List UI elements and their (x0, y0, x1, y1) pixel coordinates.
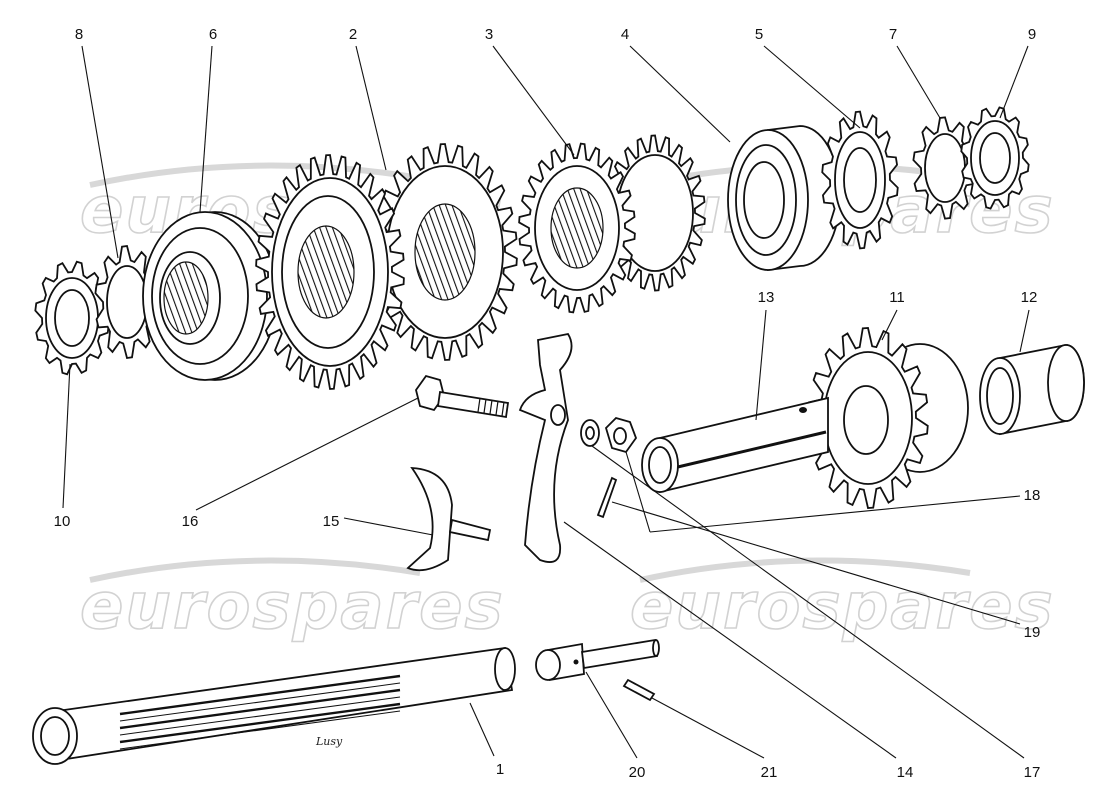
part-label-19: 19 (1024, 624, 1041, 641)
part-label-9: 9 (1028, 26, 1036, 43)
watermark-bottom-right: eurospares (630, 570, 1055, 644)
leader-line-16 (195, 397, 419, 511)
part-9-ring-nut (960, 106, 1030, 210)
leader-line-11 (881, 309, 898, 341)
part-21-dowel (622, 678, 656, 702)
part-7-lock-washer (912, 116, 978, 220)
shaft-spline-line (119, 682, 401, 722)
leader-line-13 (755, 309, 767, 421)
leader-line-21 (651, 697, 765, 759)
leader-line-1 (469, 702, 495, 757)
part-label-11: 11 (889, 289, 905, 306)
part-label-15: 15 (323, 513, 340, 530)
leader-line-14 (563, 521, 897, 759)
part-label-18: 18 (1024, 487, 1041, 504)
part-17-washer (580, 419, 600, 447)
leader-line-7 (896, 45, 941, 119)
shaft-spline-line (119, 674, 401, 716)
part-1-main-shaft (32, 646, 516, 765)
part-5-pinion (821, 110, 899, 250)
part-3-gear-cluster (518, 134, 706, 314)
part-label-1: 1 (496, 761, 504, 778)
leader-line-3 (492, 45, 575, 156)
watermark-swoosh (639, 557, 971, 583)
leader-line-18-segment (625, 451, 651, 533)
part-label-17: 17 (1024, 764, 1041, 781)
shaft-spline-line (119, 710, 401, 750)
part-8-lock-washer (94, 244, 160, 360)
part-label-16: 16 (182, 513, 199, 530)
part-2-gear-cluster (255, 143, 518, 390)
shaft-spline-line (119, 702, 401, 744)
artist-signature: Lusy (315, 735, 343, 748)
part-label-10: 10 (54, 513, 71, 530)
part-label-20: 20 (629, 764, 646, 781)
leader-line-6 (199, 45, 213, 213)
part-label-3: 3 (485, 26, 493, 43)
watermark-swoosh (89, 162, 421, 188)
leader-line-10 (62, 363, 71, 509)
part-18-castle-nut (604, 416, 638, 454)
shaft-spline-line (119, 696, 401, 736)
part-6-bearing (142, 211, 278, 381)
leader-line-9 (999, 45, 1029, 119)
part-13-sleeve-shaft (641, 396, 829, 494)
part-14-lever (518, 332, 573, 563)
part-label-7: 7 (889, 26, 897, 43)
part-19-split-pin (596, 476, 618, 519)
part-16-bolt (415, 374, 510, 419)
shaft-spline-line (119, 688, 401, 730)
part-20-pin (535, 638, 660, 682)
part-label-13: 13 (758, 289, 775, 306)
part-label-4: 4 (621, 26, 629, 43)
part-12-bush (979, 344, 1085, 436)
part-label-2: 2 (349, 26, 357, 43)
part-label-6: 6 (209, 26, 217, 43)
part-label-21: 21 (761, 764, 778, 781)
watermark-bottom-left: eurospares (80, 570, 505, 644)
watermark-swoosh (89, 557, 421, 583)
leader-line-4 (629, 45, 731, 143)
leader-line-5 (763, 45, 861, 129)
leader-line-18 (649, 495, 1021, 533)
leader-line-17 (591, 445, 1025, 759)
leader-line-19 (611, 501, 1021, 625)
part-label-14: 14 (897, 764, 914, 781)
part-11-gear (807, 327, 969, 509)
leader-line-2 (355, 45, 387, 171)
part-4-ball-bearing (727, 125, 841, 272)
leader-line-12 (1019, 309, 1030, 353)
leader-line-20 (585, 671, 638, 759)
leader-line-15 (343, 517, 434, 536)
part-10-ring-nut (34, 260, 110, 376)
part-15-shift-fork (406, 466, 492, 572)
part-label-8: 8 (75, 26, 83, 43)
leader-line-8 (81, 45, 119, 259)
leader-lines (62, 45, 1030, 759)
part-label-12: 12 (1021, 289, 1038, 306)
part-label-5: 5 (755, 26, 763, 43)
